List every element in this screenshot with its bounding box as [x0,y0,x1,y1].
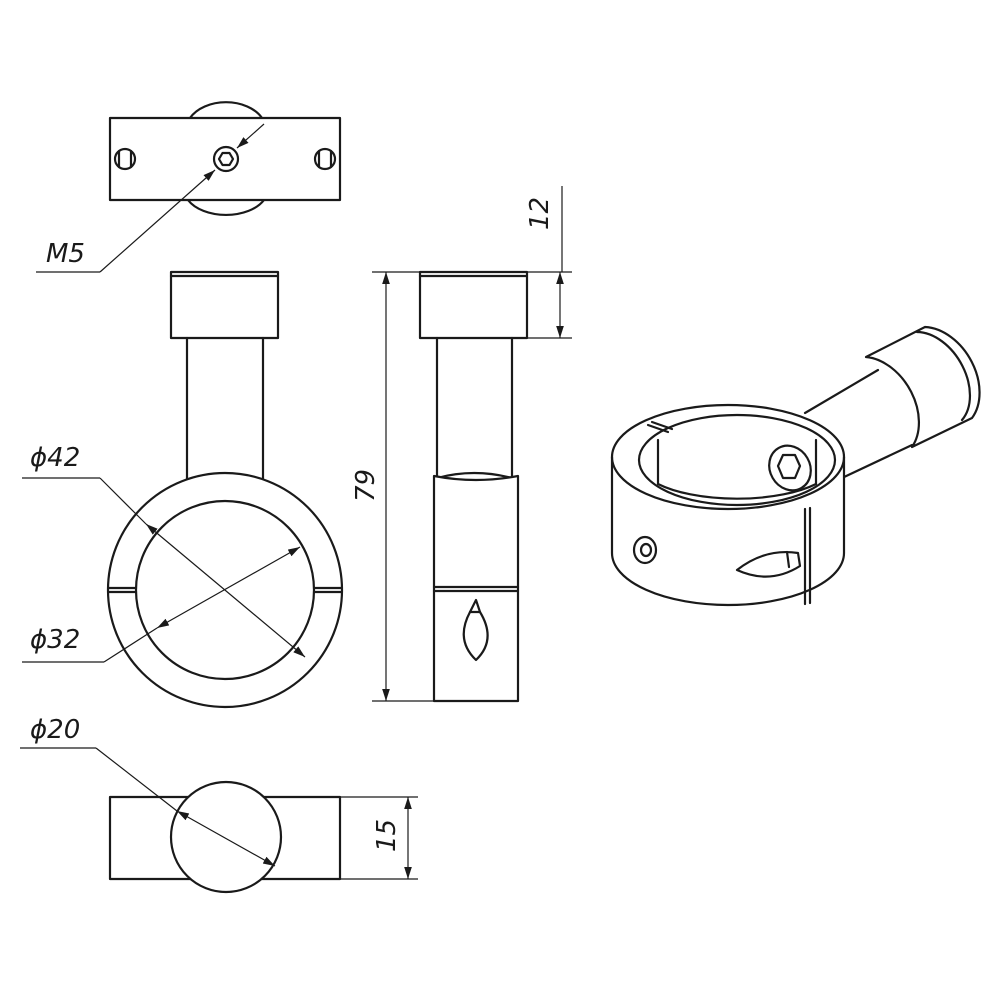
side-view-rod-junction [435,471,514,480]
top-view-disk-bottom [186,198,266,217]
iso-cap-edge [915,330,972,422]
side-view-cap [418,270,529,340]
bottom-view: ϕ20 15 [20,715,418,894]
d32-label: ϕ32 [30,625,80,655]
m5-leader-arrow [99,169,216,273]
side-view: 79 12 [351,186,572,703]
iso-slot-icon [735,551,802,578]
d32-dimension-line [156,546,301,629]
iso-rod [803,325,981,480]
d15-label: 15 [372,819,402,852]
iso-hex-screw-icon [768,444,812,492]
side-view-slot-icon [462,598,489,662]
side-view-ring-body [432,474,520,703]
iso-split-left-b [650,420,674,431]
m5-label: M5 [46,239,85,269]
iso-ring-front-edge [610,455,846,511]
d42-leader-line [99,477,147,525]
m5-leader-arrow-2 [236,123,265,149]
right-screw-icon [313,147,337,171]
top-view-disk-top [188,101,264,120]
top-view-body [108,116,342,202]
iso-split-left-a [646,423,670,434]
front-view: ϕ42 ϕ32 [22,270,344,709]
iso-ring-bore-floor [656,482,818,500]
iso-side-screw-icon [632,535,658,565]
top-view: M5 [36,101,342,273]
d20-dimension-line [176,810,276,867]
bottom-view-rod-circle [169,780,283,894]
d42-label: ϕ42 [30,443,80,473]
d32-leader-line [103,627,158,663]
center-hex-screw-icon [212,145,240,173]
d20-label: ϕ20 [30,715,80,745]
front-view-cap [169,270,280,340]
d79-label: 79 [351,469,381,502]
d20-leader-line [95,747,178,812]
iso-ring-bore [637,413,837,507]
iso-cap-body [864,325,981,449]
left-screw-icon [113,147,137,171]
d12-label: 12 [525,197,555,230]
iso-slot-edge [785,550,791,569]
isometric-view [610,325,981,607]
front-view-ring-inner [134,499,316,681]
